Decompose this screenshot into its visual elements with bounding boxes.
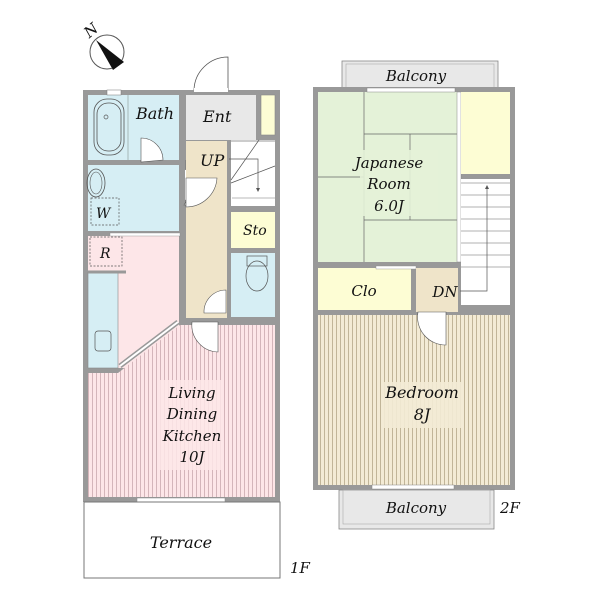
toilet-room [231, 253, 275, 317]
washing-machine-area [90, 197, 120, 226]
ldk-label-line2: Dining [166, 405, 218, 423]
stairs-down-label: DN [431, 283, 458, 301]
bedroom-size-label: 8J [414, 405, 432, 424]
kitchen-counter [87, 271, 119, 369]
balcony-bottom [338, 489, 495, 530]
bath-window [106, 89, 122, 96]
hall-door-swing [185, 177, 218, 208]
toilet-door-swing [203, 289, 227, 314]
entrance-doorway [194, 88, 228, 92]
bedroom-window [371, 484, 455, 490]
stairs-up-arrow [229, 158, 259, 190]
terrace-label: Terrace [150, 533, 212, 552]
japanese-room-label-line2: Room [366, 175, 411, 193]
bath-door-swing [140, 137, 164, 163]
storage-room [231, 212, 275, 248]
bathtub-icon [93, 98, 125, 156]
entrance [186, 95, 256, 140]
ldk-window [136, 497, 226, 503]
stairs-landing [416, 268, 458, 312]
refrigerator-space [89, 236, 123, 267]
closet [318, 268, 411, 310]
bedroom-label: Bedroom [384, 383, 459, 402]
bath-room [88, 95, 179, 160]
japanese-room-window [366, 87, 456, 93]
ldk-door-swing [191, 321, 219, 353]
ldk-label-line1: Living [167, 384, 215, 402]
staircase-down [461, 179, 510, 305]
storage-label: Sto [243, 223, 267, 239]
closet-label: Clo [351, 282, 376, 300]
balcony-top [341, 60, 499, 92]
staircase-up [231, 140, 275, 206]
oshiire-closet [461, 92, 510, 174]
japanese-room-label-line1: Japanese [352, 154, 424, 172]
north-compass: N [79, 19, 125, 70]
first-floor-label: 1F [290, 559, 311, 577]
bath-label: Bath [135, 104, 174, 123]
balcony-top-label: Balcony [385, 67, 447, 85]
japanese-room-size-label: 6.0J [374, 197, 405, 215]
entrance-label: Ent [202, 107, 232, 126]
entrance-door-swing [193, 56, 229, 91]
ldk-label-line3: Kitchen [162, 427, 222, 445]
hallway [186, 141, 227, 318]
terrace [83, 501, 281, 579]
balcony-bottom-label: Balcony [385, 499, 447, 517]
shoe-cabinet [260, 94, 276, 136]
refrigerator-label: R [99, 246, 111, 262]
bedroom-door-swing [417, 311, 447, 346]
ldk-size-label: 10J [179, 448, 205, 466]
kitchen-sink-icon [94, 330, 112, 352]
stairs-up-label: UP [200, 151, 224, 170]
second-floor: Balcony Japanese Room 6.0J Clo DN Bedroo… [313, 60, 521, 530]
first-floor: Bath Ent UP Sto W R Living Dining Kitche… [83, 56, 311, 579]
compass-arrow-icon [96, 40, 124, 70]
wash-basin-icon [86, 168, 106, 198]
stairs-down-arrow [460, 186, 488, 292]
second-floor-label: 2F [499, 499, 521, 517]
washroom-label: W [96, 206, 112, 222]
toilet-icon [245, 255, 269, 292]
